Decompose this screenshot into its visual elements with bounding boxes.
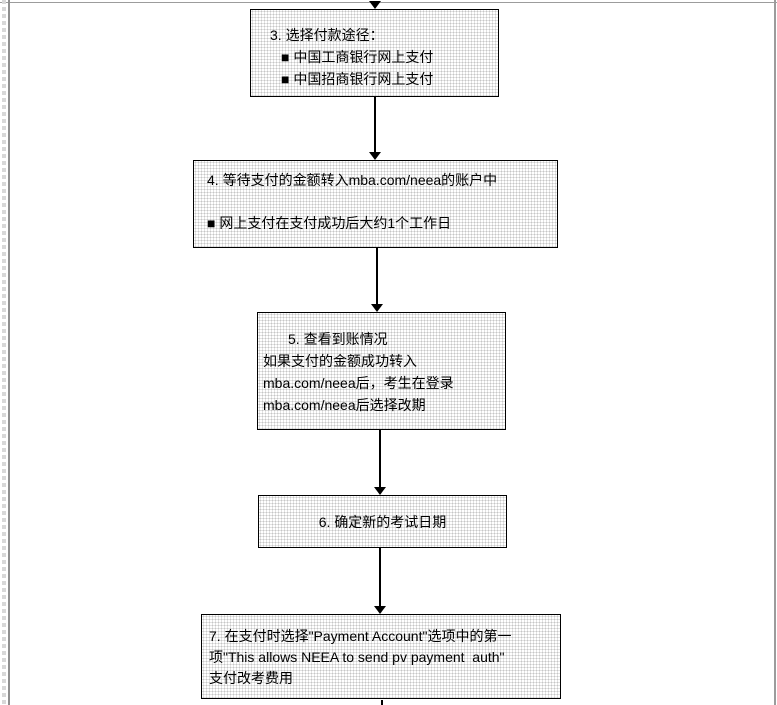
page-right-border — [774, 0, 776, 705]
arrowhead-down-icon — [371, 304, 383, 312]
step-body-text: mba.com/neea后，考生在登录 — [263, 375, 454, 391]
connector-line — [379, 430, 381, 487]
arrowhead-down-icon — [369, 152, 381, 160]
step-body-text: mba.com/neea后选择改期 — [263, 397, 426, 413]
step-body-text: 如果支付的金额成功转入 — [263, 353, 417, 369]
connector-line — [376, 248, 378, 304]
flow-step-4-box[interactable]: 4. 等待支付的金额转入mba.com/neea的账户中 ■ 网上支付在支付成功… — [193, 160, 558, 248]
connector-line — [379, 548, 381, 606]
step-bullet-item: ■ 中国工商银行网上支付 — [281, 49, 434, 65]
step-bullet-item: ■ 网上支付在支付成功后大约1个工作日 — [207, 215, 452, 231]
step-title-text: 5. 查看到账情况 — [288, 331, 388, 347]
flow-step-3-box[interactable]: 3. 选择付款途径： ■ 中国工商银行网上支付 ■ 中国招商银行网上支付 — [250, 9, 499, 97]
arrowhead-down-icon — [374, 487, 386, 495]
flow-step-5-box[interactable]: 5. 查看到账情况 如果支付的金额成功转入 mba.com/neea后，考生在登… — [257, 312, 506, 430]
flow-step-6-box[interactable]: 6. 确定新的考试日期 — [258, 495, 507, 548]
step-title-text: 7. 在支付时选择"Payment Account"选项中的第一 — [209, 628, 512, 644]
page-left-margin-dashes — [2, 0, 6, 705]
connector-line — [381, 700, 383, 705]
step-title-text: 4. 等待支付的金额转入mba.com/neea的账户中 — [207, 172, 498, 188]
arrowhead-down-icon — [374, 606, 386, 614]
flow-step-7-box[interactable]: 7. 在支付时选择"Payment Account"选项中的第一 项"This … — [201, 614, 561, 699]
step-body-text: 支付改考费用 — [209, 670, 293, 686]
connector-line — [374, 97, 376, 152]
arrowhead-down-icon — [369, 1, 381, 9]
step-title-text: 6. 确定新的考试日期 — [318, 513, 447, 530]
step-body-text: 项"This allows NEEA to send pv payment au… — [209, 649, 505, 665]
page-left-border — [8, 0, 10, 705]
step-title-text: 3. 选择付款途径： — [270, 27, 384, 43]
page-top-border — [0, 2, 777, 3]
step-bullet-item: ■ 中国招商银行网上支付 — [281, 71, 434, 87]
